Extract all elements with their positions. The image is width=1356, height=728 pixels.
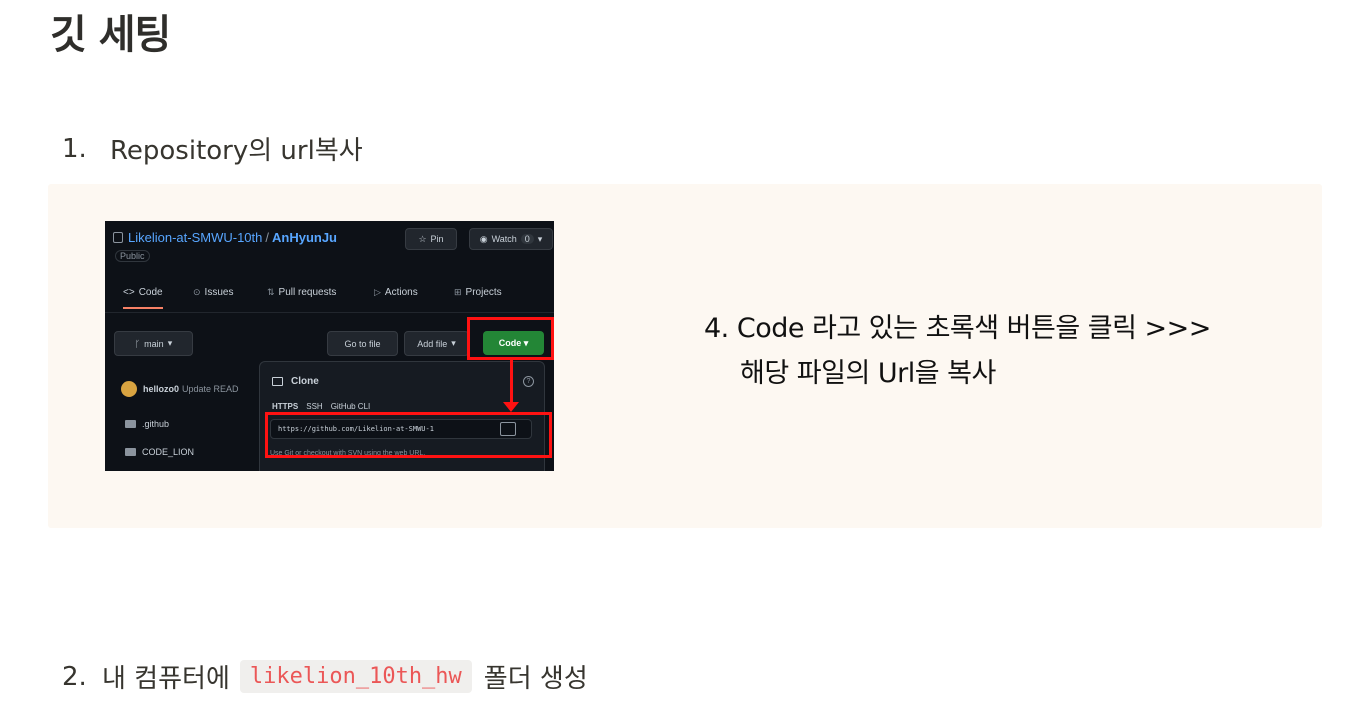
commit-user: hellozo0	[143, 384, 180, 394]
file-row: .github	[125, 419, 169, 429]
chevron-down-icon: ▾	[451, 338, 456, 348]
code-button-label: Code	[498, 338, 522, 348]
pin-button: ☆ Pin	[405, 228, 457, 250]
arrow-down-icon	[503, 402, 519, 412]
chevron-down-icon: ▾	[167, 338, 173, 348]
file-name: CODE_LION	[142, 447, 195, 457]
instruction-text: 4. Code 라고 있는 초록색 버튼을 클릭 >>> 해당 파일의 Url을…	[704, 306, 1211, 396]
step-number: 2.	[62, 661, 87, 692]
add-file-label: Add file	[417, 338, 448, 349]
clone-dropdown: Clone ? HTTPS SSH GitHub CLI https://git…	[259, 361, 545, 471]
step-number: 1.	[62, 133, 87, 164]
go-to-file-button: Go to file	[327, 331, 398, 356]
step-text: Repository의 url복사	[110, 136, 363, 166]
tab-code: <> Code	[123, 287, 163, 309]
step-1: 1. Repository의 url복사	[62, 130, 363, 167]
repo-title: Likelion-at-SMWU-10th / AnHyunJu	[113, 230, 337, 245]
code-icon: <>	[123, 287, 135, 298]
clone-url-field: https://github.com/Likelion-at-SMWU-1	[270, 419, 532, 439]
branch-selector: ᚴ main ▾	[114, 331, 193, 356]
add-file-button: Add file ▾	[404, 331, 469, 356]
page-title: 깃 세팅	[50, 12, 171, 58]
step-suffix: 폴더 생성	[483, 664, 588, 694]
commit-message: Update READ	[182, 384, 239, 394]
watch-button: ◉ Watch 0 ▾	[469, 228, 553, 250]
watch-label: Watch	[491, 234, 517, 244]
branch-icon: ᚴ	[134, 338, 141, 349]
chevron-down-icon: ▾	[521, 337, 529, 348]
pin-icon: ☆	[418, 233, 427, 244]
highlight-box-url	[265, 412, 552, 458]
tab-label: Pull requests	[278, 287, 337, 298]
copy-icon	[500, 422, 516, 436]
clone-title: Clone	[291, 376, 319, 387]
chevron-down-icon: ▾	[537, 233, 543, 244]
arrow-line	[510, 360, 513, 406]
tab-label: Projects	[465, 287, 502, 298]
inline-code: likelion_10th_hw	[239, 660, 472, 693]
issue-icon: ⊙	[193, 287, 201, 297]
eye-icon: ◉	[479, 233, 488, 244]
watch-count: 0	[520, 234, 534, 244]
play-icon: ▷	[374, 287, 381, 297]
tab-issues: ⊙ Issues	[193, 287, 233, 298]
protocol-cli: GitHub CLI	[330, 402, 371, 411]
highlight-box-code	[467, 317, 554, 360]
protocol-ssh: SSH	[306, 402, 323, 411]
branch-name: main	[144, 338, 164, 349]
file-row: CODE_LION	[125, 447, 194, 457]
clone-header: Clone	[272, 376, 319, 387]
repo-separator: /	[265, 230, 269, 245]
pin-label: Pin	[430, 234, 444, 244]
tab-actions: ▷ Actions	[374, 287, 418, 298]
tab-label: Actions	[384, 287, 418, 298]
visibility-badge: Public	[115, 250, 150, 262]
terminal-icon	[272, 377, 283, 386]
repo-icon	[113, 232, 123, 243]
tab-label: Code	[138, 287, 163, 298]
clone-hint: Use Git or checkout with SVN using the w…	[270, 450, 426, 457]
repo-tabs: <> Code ⊙ Issues ⇅ Pull requests ▷ Actio…	[105, 277, 554, 313]
file-name: .github	[142, 419, 170, 429]
github-screenshot: Likelion-at-SMWU-10th / AnHyunJu Public …	[105, 221, 554, 471]
instruction-line-1: 4. Code 라고 있는 초록색 버튼을 클릭 >>>	[704, 313, 1211, 344]
help-icon: ?	[523, 376, 534, 387]
folder-icon	[125, 420, 136, 428]
folder-icon	[125, 448, 136, 456]
avatar	[121, 381, 137, 397]
repo-name: AnHyunJu	[272, 230, 337, 245]
protocol-tabs: HTTPS SSH GitHub CLI	[272, 402, 370, 411]
tab-pull-requests: ⇅ Pull requests	[267, 287, 336, 298]
step-2: 2. 내 컴퓨터에 likelion_10th_hw 폴더 생성	[62, 658, 588, 695]
tab-projects: ⊞ Projects	[454, 287, 502, 298]
step-prefix: 내 컴퓨터에	[102, 664, 230, 694]
instruction-line-2: 해당 파일의 Url을 복사	[740, 358, 996, 389]
protocol-https: HTTPS	[272, 402, 299, 411]
repo-owner: Likelion-at-SMWU-10th	[128, 230, 263, 245]
code-button: Code ▾	[483, 331, 544, 355]
tab-label: Issues	[204, 287, 234, 298]
pull-request-icon: ⇅	[267, 287, 275, 297]
table-icon: ⊞	[454, 287, 462, 297]
